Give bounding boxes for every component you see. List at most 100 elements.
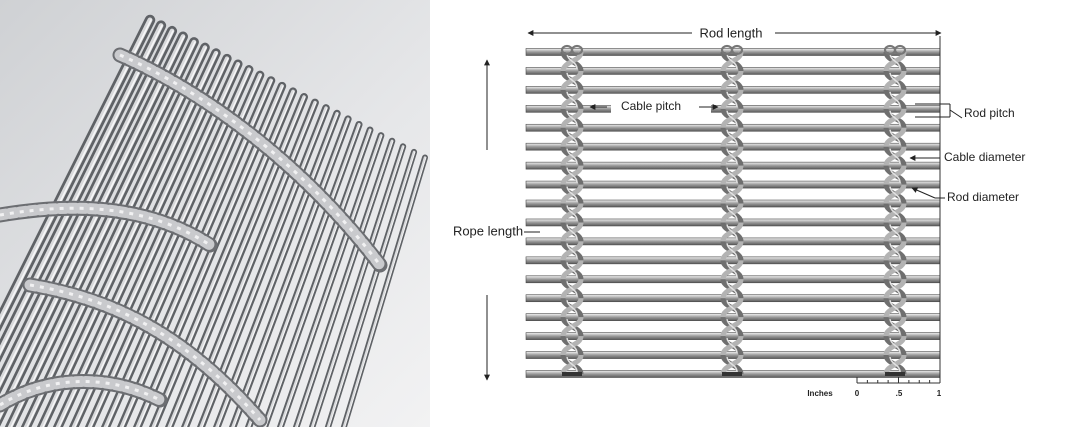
cable-end-cap bbox=[722, 372, 742, 376]
scale-tick-label-half: .5 bbox=[896, 389, 903, 398]
rod-diameter-arrow bbox=[911, 187, 936, 199]
cable-loop bbox=[893, 44, 907, 56]
cable-highlight bbox=[726, 337, 738, 354]
rope-length-label: Rope length bbox=[453, 223, 523, 238]
photo-rod-highlight bbox=[296, 140, 394, 427]
cable-highlight bbox=[889, 186, 901, 202]
cable-highlight bbox=[566, 167, 578, 183]
cable-highlight bbox=[726, 110, 738, 126]
photo-rod bbox=[278, 134, 383, 427]
photo-rod bbox=[326, 150, 416, 427]
photo-rod bbox=[183, 100, 317, 427]
diagram-cable bbox=[883, 44, 907, 376]
cable-highlight bbox=[566, 72, 578, 88]
rod-pitch-label: Rod pitch bbox=[964, 106, 1015, 120]
cable-highlight bbox=[889, 148, 901, 164]
cable-highlight bbox=[566, 243, 578, 259]
cable-highlight bbox=[889, 300, 901, 316]
cable-highlight bbox=[726, 186, 738, 202]
diagram-rod bbox=[525, 275, 941, 284]
diagram-rod bbox=[525, 332, 941, 340]
photo-rod-highlight bbox=[0, 24, 163, 355]
cable-highlight bbox=[726, 243, 738, 259]
photo-rod-highlight bbox=[249, 123, 361, 427]
diagram-rod bbox=[525, 199, 941, 208]
mesh-photo bbox=[0, 0, 430, 427]
diagram-rod bbox=[525, 142, 941, 151]
diagram-rod bbox=[525, 294, 941, 303]
photo-rod bbox=[0, 34, 186, 421]
diagram-rod bbox=[525, 351, 941, 359]
photo-rod bbox=[7, 39, 197, 427]
cable-highlight bbox=[726, 205, 738, 221]
cable-highlight bbox=[889, 281, 901, 297]
cable-highlight bbox=[566, 318, 578, 335]
photo-rod bbox=[342, 156, 427, 427]
cable-highlight bbox=[889, 129, 901, 145]
cable-highlight bbox=[566, 148, 578, 164]
cable-highlight bbox=[566, 224, 578, 240]
cable-highlight bbox=[889, 72, 901, 88]
cable-highlight bbox=[726, 356, 738, 373]
cable-highlight bbox=[889, 318, 901, 335]
mesh-diagram-svg: Rod length Rope length Cable pitch Rod p… bbox=[453, 25, 1025, 398]
diagram-cable bbox=[720, 44, 744, 376]
cable-highlight bbox=[726, 318, 738, 335]
rod-length-label: Rod length bbox=[700, 25, 763, 40]
photo-rod-highlight bbox=[10, 41, 196, 427]
scale-bar: Inches 0 .5 1 bbox=[807, 377, 942, 398]
photo-rod bbox=[231, 117, 350, 427]
cable-highlight bbox=[889, 337, 901, 354]
photo-rod-highlight bbox=[233, 118, 350, 427]
diagram-rod bbox=[525, 180, 941, 189]
cable-highlight bbox=[566, 53, 578, 70]
rod-diameter-label: Rod diameter bbox=[947, 190, 1019, 204]
cable-highlight bbox=[726, 91, 738, 107]
diagram-rod bbox=[525, 105, 941, 113]
cable-end-cap bbox=[562, 372, 582, 376]
mesh-diagram: Rod length Rope length Cable pitch Rod p… bbox=[430, 0, 1080, 427]
cable-highlight bbox=[889, 167, 901, 183]
cable-highlight bbox=[566, 110, 578, 126]
photo-rod bbox=[310, 145, 405, 427]
photo-rod-highlight bbox=[0, 30, 174, 387]
diagram-rod bbox=[525, 123, 941, 132]
cable-pitch-label-bg bbox=[611, 99, 711, 115]
cable-highlight bbox=[889, 205, 901, 221]
photo-cable-band bbox=[112, 47, 388, 273]
cable-loop bbox=[730, 44, 744, 56]
mesh-photo-illustration bbox=[0, 0, 430, 427]
photo-rod bbox=[0, 28, 175, 389]
diagram-rod bbox=[525, 237, 941, 246]
cable-highlight bbox=[889, 53, 901, 70]
diagram-rod bbox=[525, 256, 941, 265]
diagram-rod bbox=[525, 67, 941, 75]
photo-rod bbox=[294, 139, 394, 427]
photo-rod-highlight bbox=[280, 135, 383, 427]
cable-highlight bbox=[566, 281, 578, 297]
cable-highlight bbox=[726, 72, 738, 88]
photo-rod-highlight bbox=[312, 146, 405, 427]
cable-highlight bbox=[726, 224, 738, 240]
cable-highlight bbox=[726, 148, 738, 164]
cable-highlight bbox=[566, 262, 578, 278]
cable-highlight bbox=[889, 262, 901, 278]
photo-rod-highlight bbox=[105, 74, 262, 427]
photo-rod-highlight bbox=[265, 129, 372, 427]
photo-cables bbox=[0, 47, 388, 427]
cable-highlight bbox=[726, 262, 738, 278]
cable-pitch-label: Cable pitch bbox=[621, 99, 681, 113]
cable-highlight bbox=[726, 53, 738, 70]
cable-highlight bbox=[726, 129, 738, 145]
photo-rod-highlight bbox=[26, 46, 207, 427]
cable-end-cap bbox=[885, 372, 905, 376]
diagram-rod bbox=[525, 86, 941, 94]
diagram-cable bbox=[560, 44, 584, 376]
cable-highlight bbox=[566, 186, 578, 202]
photo-cable-highlight bbox=[0, 206, 211, 247]
cable-highlight bbox=[889, 356, 901, 373]
photo-rod bbox=[103, 73, 262, 427]
cable-highlight bbox=[726, 300, 738, 316]
cable-highlight bbox=[566, 205, 578, 221]
scale-tick-label-0: 0 bbox=[855, 389, 860, 398]
